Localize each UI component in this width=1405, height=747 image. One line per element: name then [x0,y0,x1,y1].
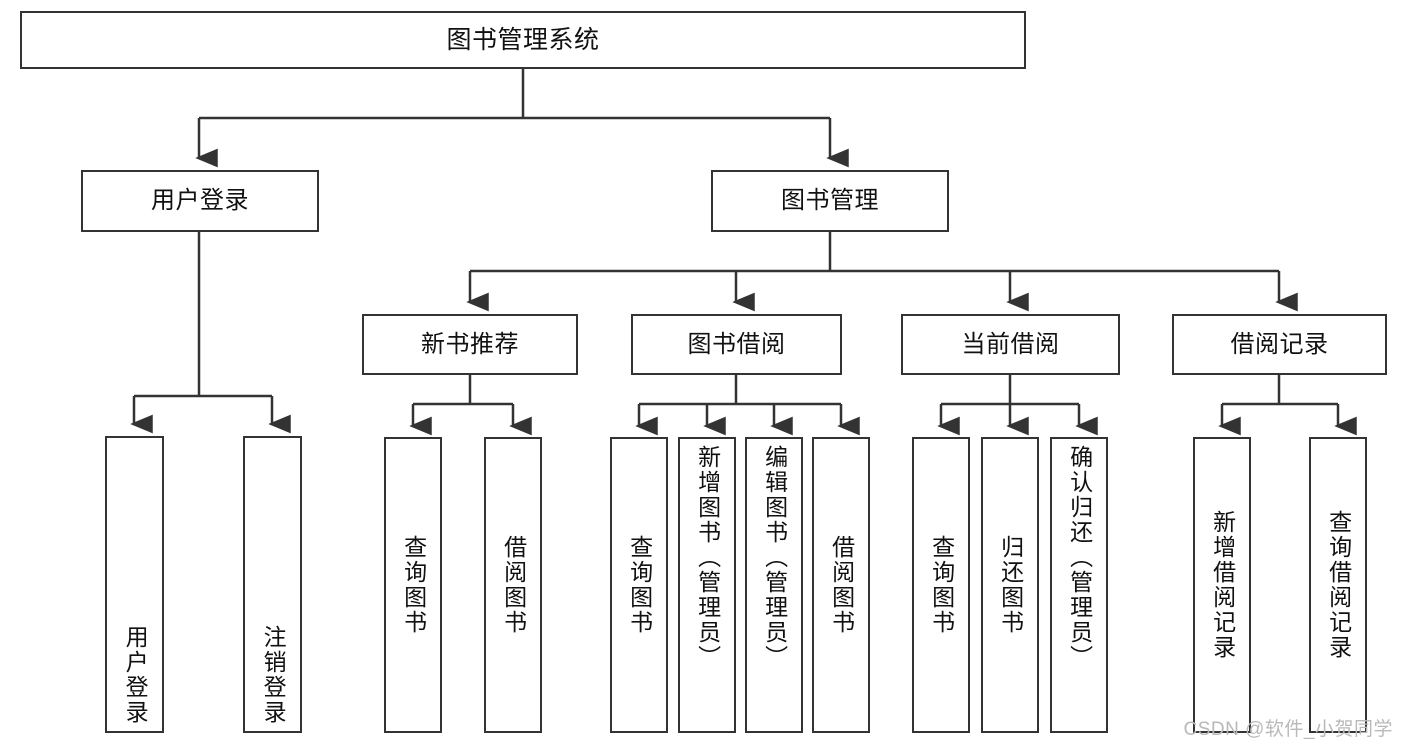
node-label: 当前借阅 [961,330,1060,358]
leaf-book-borrow-query[interactable]: 查询图书 [610,437,668,733]
leaf-user-login-logout[interactable]: 注销登录 [243,436,302,733]
leaf-book-borrow-add[interactable]: 新增图书（管理员） [678,437,736,733]
node-label: 查询图书 [928,535,955,635]
node-label: 注销登录 [260,625,287,725]
node-label: 新增借阅记录 [1209,510,1236,660]
leaf-current-borrow-confirm[interactable]: 确认归还（管理员） [1050,437,1108,733]
node-current-borrow[interactable]: 当前借阅 [901,314,1120,375]
node-root-system[interactable]: 图书管理系统 [20,11,1026,69]
leaf-new-book-borrow[interactable]: 借阅图书 [484,437,542,733]
node-label: 编辑图书（管理员） [761,445,788,670]
leaf-current-borrow-return[interactable]: 归还图书 [981,437,1039,733]
leaf-book-borrow-borrow[interactable]: 借阅图书 [812,437,870,733]
node-label: 查询图书 [626,535,653,635]
node-label: 查询图书 [400,535,427,635]
node-label: 借阅图书 [500,535,527,635]
leaf-user-login-login[interactable]: 用户登录 [105,436,164,733]
node-book-management[interactable]: 图书管理 [711,170,949,232]
node-label: 用户登录 [151,187,249,215]
node-book-borrow[interactable]: 图书借阅 [631,314,842,375]
node-label: 归还图书 [997,535,1024,635]
node-label: 查询借阅记录 [1325,510,1352,660]
node-label: 新书推荐 [421,330,519,358]
leaf-borrow-record-add[interactable]: 新增借阅记录 [1193,437,1251,733]
node-label: 借阅图书 [828,535,855,635]
node-user-login[interactable]: 用户登录 [81,170,319,232]
leaf-new-book-query[interactable]: 查询图书 [384,437,442,733]
leaf-book-borrow-edit[interactable]: 编辑图书（管理员） [745,437,803,733]
node-label: 图书管理系统 [446,25,600,54]
node-label: 新增图书（管理员） [694,445,721,670]
node-new-book-recommend[interactable]: 新书推荐 [362,314,578,375]
node-label: 图书借阅 [687,330,786,358]
watermark-text: CSDN @软件_小贺同学 [1183,719,1393,740]
leaf-current-borrow-query[interactable]: 查询图书 [912,437,970,733]
node-label: 图书管理 [781,187,879,215]
node-borrow-record[interactable]: 借阅记录 [1172,314,1387,375]
node-label: 确认归还（管理员） [1066,445,1093,670]
node-label: 用户登录 [122,625,149,725]
leaf-borrow-record-query[interactable]: 查询借阅记录 [1309,437,1367,733]
node-label: 借阅记录 [1230,330,1329,358]
